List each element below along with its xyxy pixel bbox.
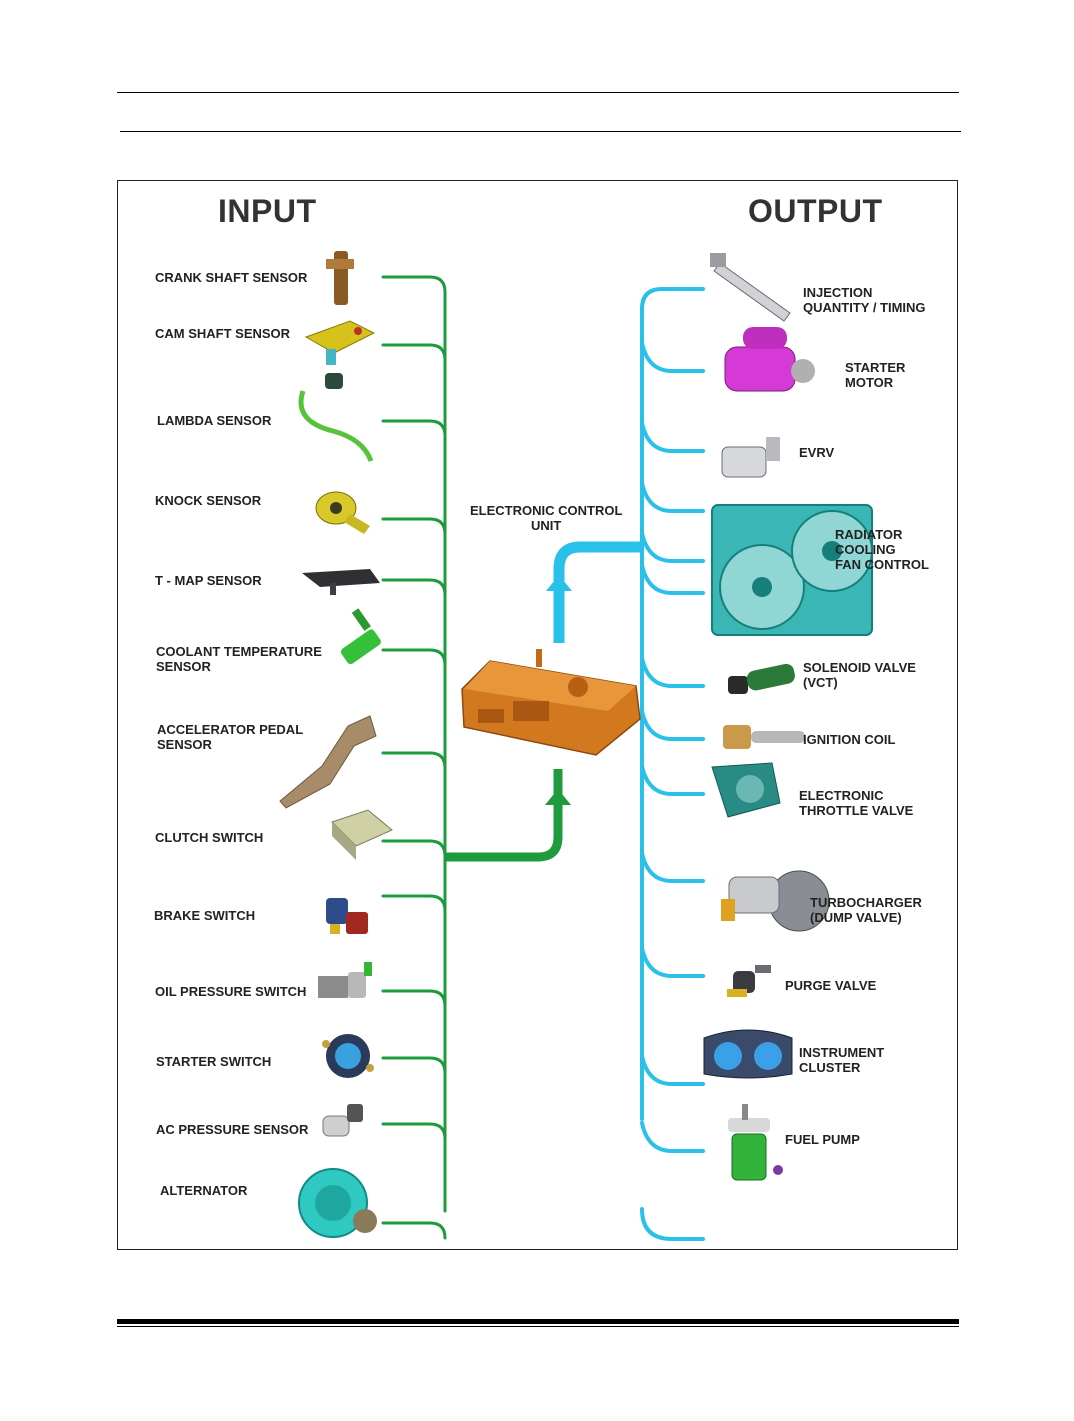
crankshaft-sensor-icon: [326, 251, 354, 305]
diagram-canvas: [279, 251, 873, 1241]
lambda-sensor-icon: [298, 373, 374, 462]
output-connector-line: [640, 764, 705, 796]
output-label: STARTER MOTOR: [845, 360, 906, 390]
input-connector-line: [381, 1221, 447, 1240]
instrument-cluster-icon: [703, 1029, 793, 1079]
input-label: STARTER SWITCH: [156, 1054, 272, 1069]
input-arrow-icon: [545, 789, 571, 805]
input-label: ALTERNATOR: [160, 1183, 248, 1198]
output-connector-line: [640, 656, 705, 688]
coolant-sensor-icon: [340, 608, 381, 665]
input-label: ACCELERATOR PEDAL SENSOR: [157, 722, 304, 752]
output-heading: OUTPUT: [748, 193, 883, 229]
knock-sensor-icon: [315, 491, 370, 534]
output-connector-line: [640, 287, 705, 311]
input-connector-line: [381, 1056, 447, 1075]
input-connector-line: [381, 343, 447, 362]
input-label: BRAKE SWITCH: [154, 908, 256, 923]
input-heading: INPUT: [218, 193, 317, 229]
output-label: INJECTION QUANTITY / TIMING: [803, 285, 926, 315]
ecu-icon: [461, 649, 641, 756]
output-connector-line: [640, 1207, 705, 1241]
output-connector-line: [640, 563, 705, 595]
output-connector-line: [640, 851, 705, 883]
input-connector-line: [381, 989, 447, 1008]
camshaft-sensor-icon: [304, 320, 376, 365]
injector-icon: [710, 253, 791, 322]
output-connector-line: [640, 1054, 705, 1086]
starter-motor-icon: [724, 327, 815, 392]
throttle-valve-icon: [711, 762, 781, 818]
input-label: AC PRESSURE SENSOR: [156, 1122, 309, 1137]
input-connector-line: [381, 751, 447, 770]
output-connector-line: [640, 531, 705, 563]
input-label: COOLANT TEMPERATURE SENSOR: [156, 644, 322, 674]
ignition-coil-icon: [723, 725, 805, 749]
radiator-fan-icon: [711, 504, 873, 636]
output-connector-line: [640, 481, 705, 513]
footer-rule-thick: [117, 1319, 959, 1324]
input-bus-to-ecu: [445, 769, 563, 862]
input-label: KNOCK SENSOR: [155, 493, 262, 508]
output-label: SOLENOID VALVE (VCT): [803, 660, 916, 690]
output-label: PURGE VALVE: [785, 978, 877, 993]
fuel-pump-icon: [728, 1104, 783, 1181]
ac-pressure-sensor-icon: [322, 1104, 363, 1137]
output-connector-line: [640, 421, 705, 453]
turbocharger-icon: [721, 870, 830, 932]
output-label: RADIATOR COOLING FAN CONTROL: [835, 527, 929, 572]
input-connector-line: [381, 578, 447, 597]
clutch-switch-icon: [331, 809, 393, 860]
input-connector-line: [381, 839, 447, 858]
input-connector-line: [381, 419, 447, 438]
solenoid-valve-icon: [728, 663, 795, 694]
tmap-sensor-icon: [302, 569, 380, 595]
output-connector-line: [640, 341, 705, 373]
output-label: ELECTRONIC THROTTLE VALVE: [799, 788, 914, 818]
oil-pressure-switch-icon: [318, 962, 372, 998]
input-connector-line: [381, 648, 447, 667]
output-arrow-icon: [546, 575, 572, 591]
output-connector-line: [640, 946, 705, 978]
header-rule-top: [117, 92, 959, 93]
evrv-icon: [721, 437, 780, 478]
ecu-io-diagram: INPUT OUTPUT ELECTRONIC CONTROL UNIT CRA…: [117, 180, 958, 1250]
alternator-icon: [298, 1168, 377, 1238]
input-connector-line: [381, 517, 447, 536]
input-label: LAMBDA SENSOR: [157, 413, 272, 428]
input-label: CRANK SHAFT SENSOR: [155, 270, 308, 285]
output-label: TURBOCHARGER (DUMP VALVE): [810, 895, 922, 925]
input-connector-line: [381, 275, 447, 294]
input-label: T - MAP SENSOR: [155, 573, 262, 588]
starter-switch-icon: [322, 1034, 374, 1078]
header-rule-bottom: [120, 131, 961, 132]
footer-rule-thin: [117, 1326, 959, 1327]
ecu-bus-to-output: [553, 541, 642, 643]
output-label: INSTRUMENT CLUSTER: [799, 1045, 885, 1075]
ecu-label: ELECTRONIC CONTROL UNIT: [470, 503, 623, 533]
input-label: OIL PRESSURE SWITCH: [155, 984, 307, 999]
output-label: FUEL PUMP: [785, 1132, 860, 1147]
input-connector-line: [381, 894, 447, 913]
purge-valve-icon: [727, 965, 771, 997]
output-connector-line: [640, 1121, 705, 1153]
input-label: CLUTCH SWITCH: [155, 830, 264, 845]
output-label: IGNITION COIL: [803, 732, 896, 747]
output-label: EVRV: [799, 445, 835, 460]
input-label: CAM SHAFT SENSOR: [155, 326, 291, 341]
accelerator-pedal-icon: [279, 715, 377, 809]
input-connector-line: [381, 1122, 447, 1141]
brake-switch-icon: [326, 898, 368, 934]
output-connector-line: [640, 709, 705, 741]
